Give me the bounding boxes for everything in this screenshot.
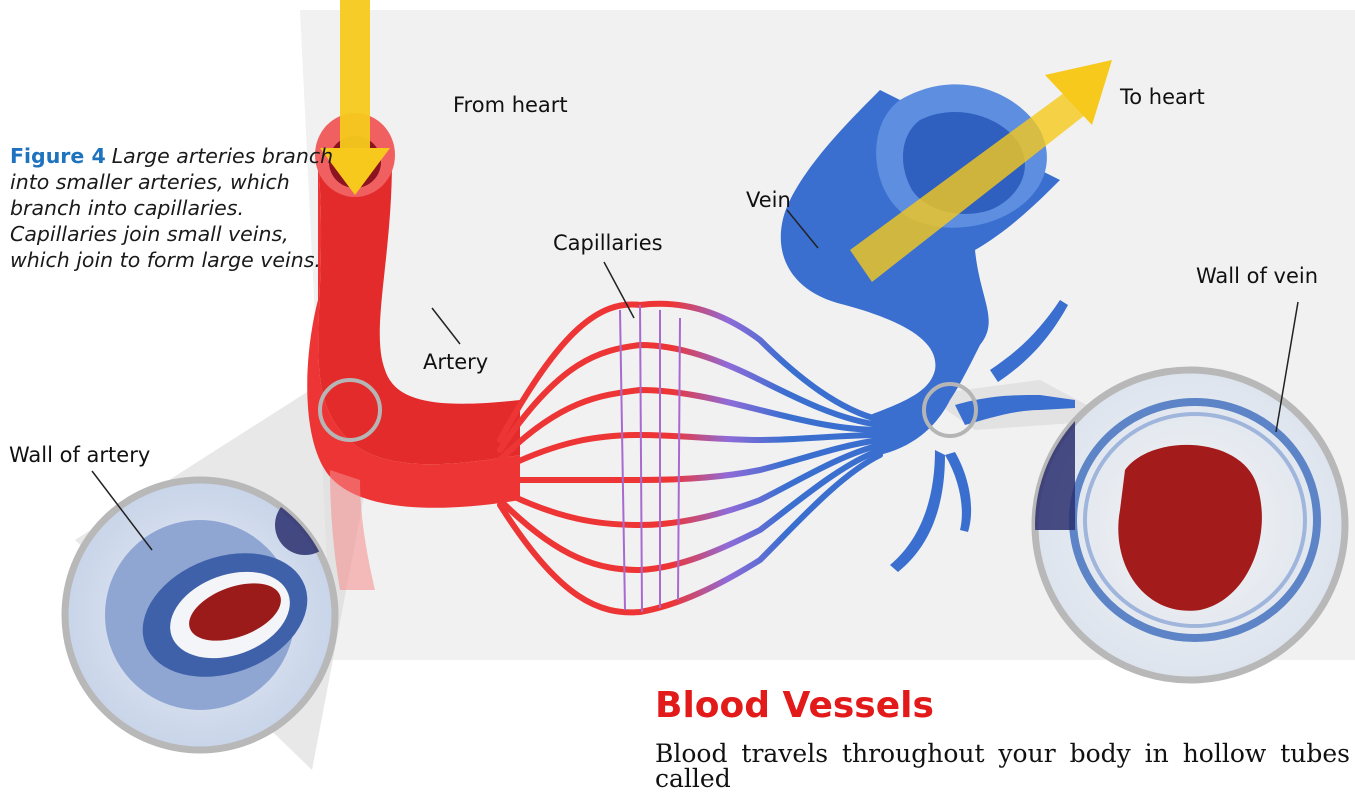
capillary-network — [500, 304, 880, 613]
artery-label: Artery — [423, 352, 488, 373]
vein-cross-section — [1035, 370, 1345, 680]
vein-label: Vein — [746, 190, 791, 211]
artery-cross-section — [65, 480, 335, 750]
to-heart-label: To heart — [1120, 87, 1205, 108]
from-heart-label: From heart — [453, 95, 568, 116]
wall-of-vein-label: Wall of vein — [1196, 266, 1318, 287]
body-text: Blood travels throughout your body in ho… — [655, 741, 1350, 791]
figure-number: Figure 4 — [10, 144, 106, 168]
section-title: Blood Vessels — [655, 688, 934, 724]
wall-of-artery-label: Wall of artery — [9, 445, 150, 466]
capillaries-label: Capillaries — [553, 233, 663, 254]
